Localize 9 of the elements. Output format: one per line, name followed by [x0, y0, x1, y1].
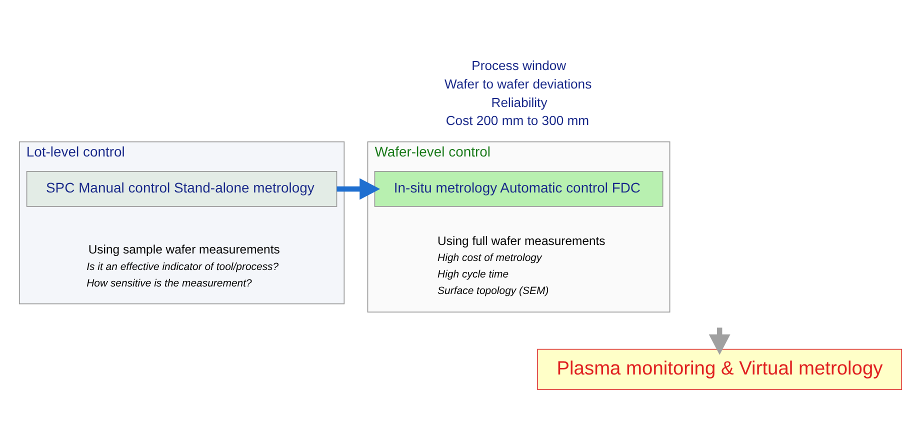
node-box: SPC Manual control Stand-alone metrology	[26, 170, 338, 206]
label: Process window	[472, 58, 566, 73]
arrow	[336, 178, 380, 200]
node-box: Plasma monitoring & Virtual metrology	[537, 348, 902, 390]
label: Wafer to wafer deviations	[444, 76, 592, 92]
label: Cost 200 mm to 300 mm	[446, 112, 590, 128]
node-box: In-situ metrology Automatic control FDC	[374, 170, 664, 206]
label: Reliability	[491, 94, 548, 110]
arrow	[708, 327, 730, 354]
